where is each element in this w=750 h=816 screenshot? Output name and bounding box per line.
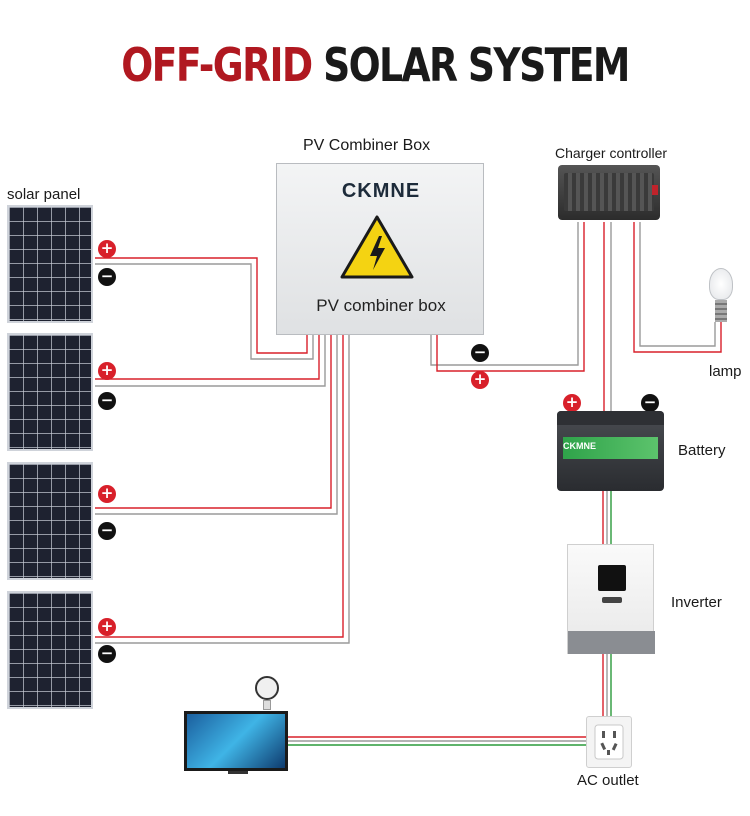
wire-charger-lamp-red [633,222,722,353]
battery-brand-logo: CKMNE [563,441,596,451]
battery-label: Battery [678,442,726,459]
minus-icon: − [641,394,659,412]
inverter-screen [598,565,626,591]
wire-panel4-minus [95,335,350,644]
ac-outlet [586,716,632,768]
wire-combiner-charger-plus [436,222,585,372]
plus-icon: + [98,362,116,380]
television-icon [184,711,288,771]
plus-icon: + [98,240,116,258]
warning-icon [340,215,414,279]
minus-icon: − [98,392,116,410]
wire-combiner-charger-minus [430,222,579,366]
camera-stand [263,700,271,710]
solar-panel-1 [7,205,93,323]
lamp-label: lamp [709,363,742,380]
charger-controller [558,165,660,220]
solar-panel-label: solar panel [7,186,81,203]
solar-panel-4 [7,591,93,709]
minus-icon: − [98,268,116,286]
tv-stand [228,771,248,774]
inverter [567,544,655,654]
solar-panel-3 [7,462,93,580]
minus-icon: − [98,522,116,540]
charger-fins [564,173,654,211]
plus-icon: + [98,485,116,503]
wire-panel3-minus [95,335,338,515]
plus-icon: + [471,371,489,389]
title-solar-system: SOLAR SYSTEM [323,38,630,92]
battery: CKMNE [557,411,664,491]
combiner-inner-label: PV combiner box [316,296,446,315]
wire-panel2-plus [95,335,320,380]
diagram-title: OFF-GRID SOLAR SYSTEM [68,38,683,92]
inverter-base [568,631,655,654]
camera-icon [255,676,279,700]
wire-panel3-plus [95,335,332,509]
combiner-title-label: PV Combiner Box [303,137,431,154]
wire-charger-lamp-gray [639,222,716,347]
plus-icon: + [98,618,116,636]
battery-lid [557,411,664,425]
solar-panel-2 [7,333,93,451]
minus-icon: − [471,344,489,362]
title-offgrid: OFF-GRID [121,38,313,92]
lamp-bulb-icon [709,268,733,300]
plus-icon: + [563,394,581,412]
pv-combiner-box: CKMNE PV combiner box [276,163,484,335]
lamp-base [715,300,727,322]
minus-icon: − [98,645,116,663]
wire-panel2-minus [95,335,326,387]
ac-outlet-label: AC outlet [577,772,639,789]
wire-panel1-plus [95,257,308,354]
inverter-label: Inverter [671,594,722,611]
inverter-buttons [602,597,622,603]
wire-panel4-plus [95,335,344,638]
outlet-icon [594,724,624,760]
battery-band [563,437,658,459]
charger-terminal [652,185,658,195]
charger-label: Charger controller [555,145,668,161]
wire-panel1-minus [95,263,314,360]
combiner-brand-logo: CKMNE [341,180,421,202]
